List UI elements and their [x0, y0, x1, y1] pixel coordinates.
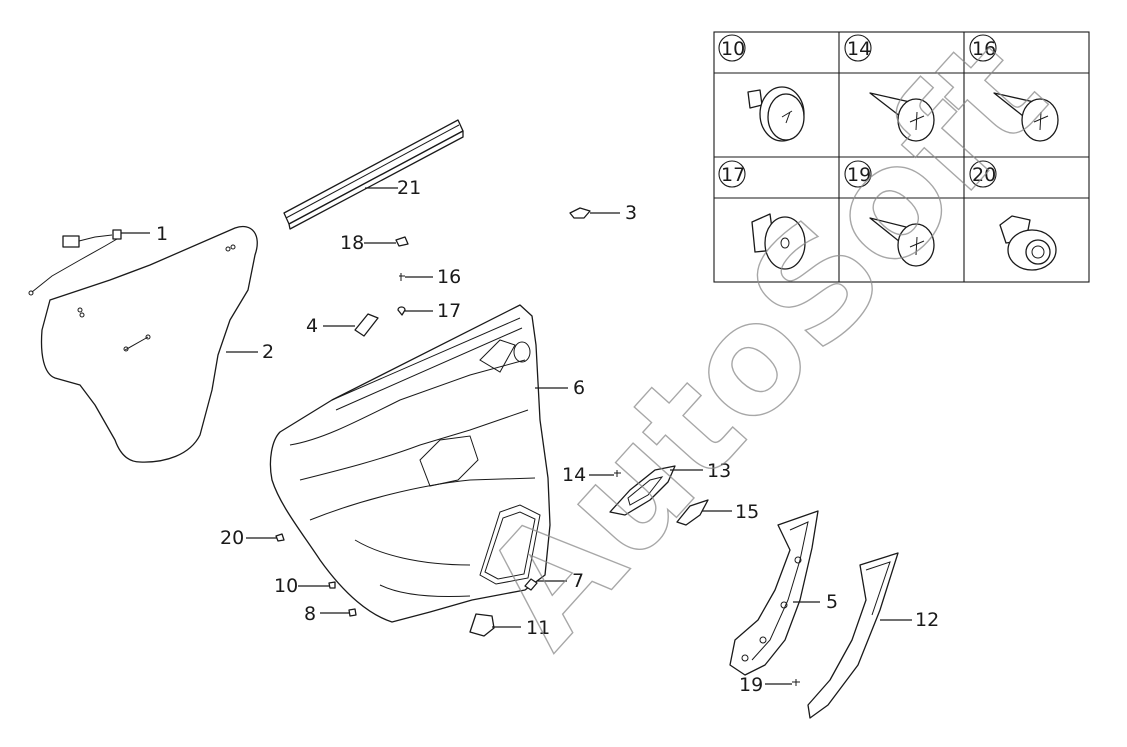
part-17-clip [397, 306, 406, 316]
grommet-clip-icon [999, 215, 1057, 271]
svg-text:20: 20 [972, 164, 996, 186]
callout-18: 18 [340, 232, 364, 254]
part-7-clip [524, 578, 538, 591]
screw-icon [993, 92, 1059, 142]
part-21-belt-moulding [283, 119, 464, 230]
callout-14: 14 [562, 464, 586, 486]
callout-2: 2 [262, 341, 274, 363]
callout-12: 12 [915, 609, 939, 631]
callout-3: 3 [625, 202, 637, 224]
part-5-armrest-bracket [729, 510, 819, 676]
callout-11: 11 [526, 617, 550, 639]
screw-icon [869, 217, 935, 267]
part-18-clip [395, 236, 409, 247]
part-19-screw [792, 679, 800, 686]
callout-7: 7 [572, 570, 584, 592]
part-4-switch [354, 313, 379, 337]
part-11-bracket [469, 613, 495, 637]
callout-19: 19 [739, 674, 763, 696]
part-6-door-trim-panel [269, 304, 551, 623]
callout-17: 17 [437, 300, 461, 322]
fastener-legend: 10 14 16 [713, 31, 1090, 283]
part-1-wiring-harness [28, 229, 122, 296]
callout-20: 20 [220, 527, 244, 549]
part-13-inner-handle [609, 465, 676, 516]
callout-15: 15 [735, 501, 759, 523]
callout-1: 1 [156, 223, 168, 245]
part-2-water-shield [40, 225, 258, 463]
callout-8: 8 [304, 603, 316, 625]
svg-text:17: 17 [721, 164, 745, 186]
svg-text:16: 16 [972, 38, 996, 60]
push-clip-icon [747, 86, 805, 142]
legend-cell-16: 16 [969, 34, 1059, 142]
callout-13: 13 [707, 460, 731, 482]
callout-6: 6 [573, 377, 585, 399]
callout-4: 4 [306, 315, 318, 337]
callout-21: 21 [397, 177, 421, 199]
part-10-clip [328, 581, 336, 589]
part-20-clip [275, 533, 285, 542]
callout-16: 16 [437, 266, 461, 288]
part-16-screw [399, 273, 405, 281]
callout-10: 10 [274, 575, 298, 597]
part-14-screw [614, 470, 621, 477]
legend-cell-10: 10 [718, 34, 805, 142]
legend-cell-19: 19 [844, 160, 935, 267]
part-12-trim-strip [807, 552, 899, 719]
push-clip-icon [751, 213, 806, 270]
legend-cell-17: 17 [718, 160, 806, 270]
part-15-cover [676, 499, 709, 526]
part-3-bracket [569, 207, 591, 219]
legend-cell-14: 14 [844, 34, 935, 142]
svg-text:19: 19 [847, 164, 871, 186]
part-8-clip [348, 608, 357, 617]
legend-cell-20: 20 [969, 160, 1057, 271]
screw-icon [869, 92, 935, 142]
callout-5: 5 [826, 591, 838, 613]
svg-text:10: 10 [721, 38, 745, 60]
svg-text:14: 14 [847, 38, 871, 60]
